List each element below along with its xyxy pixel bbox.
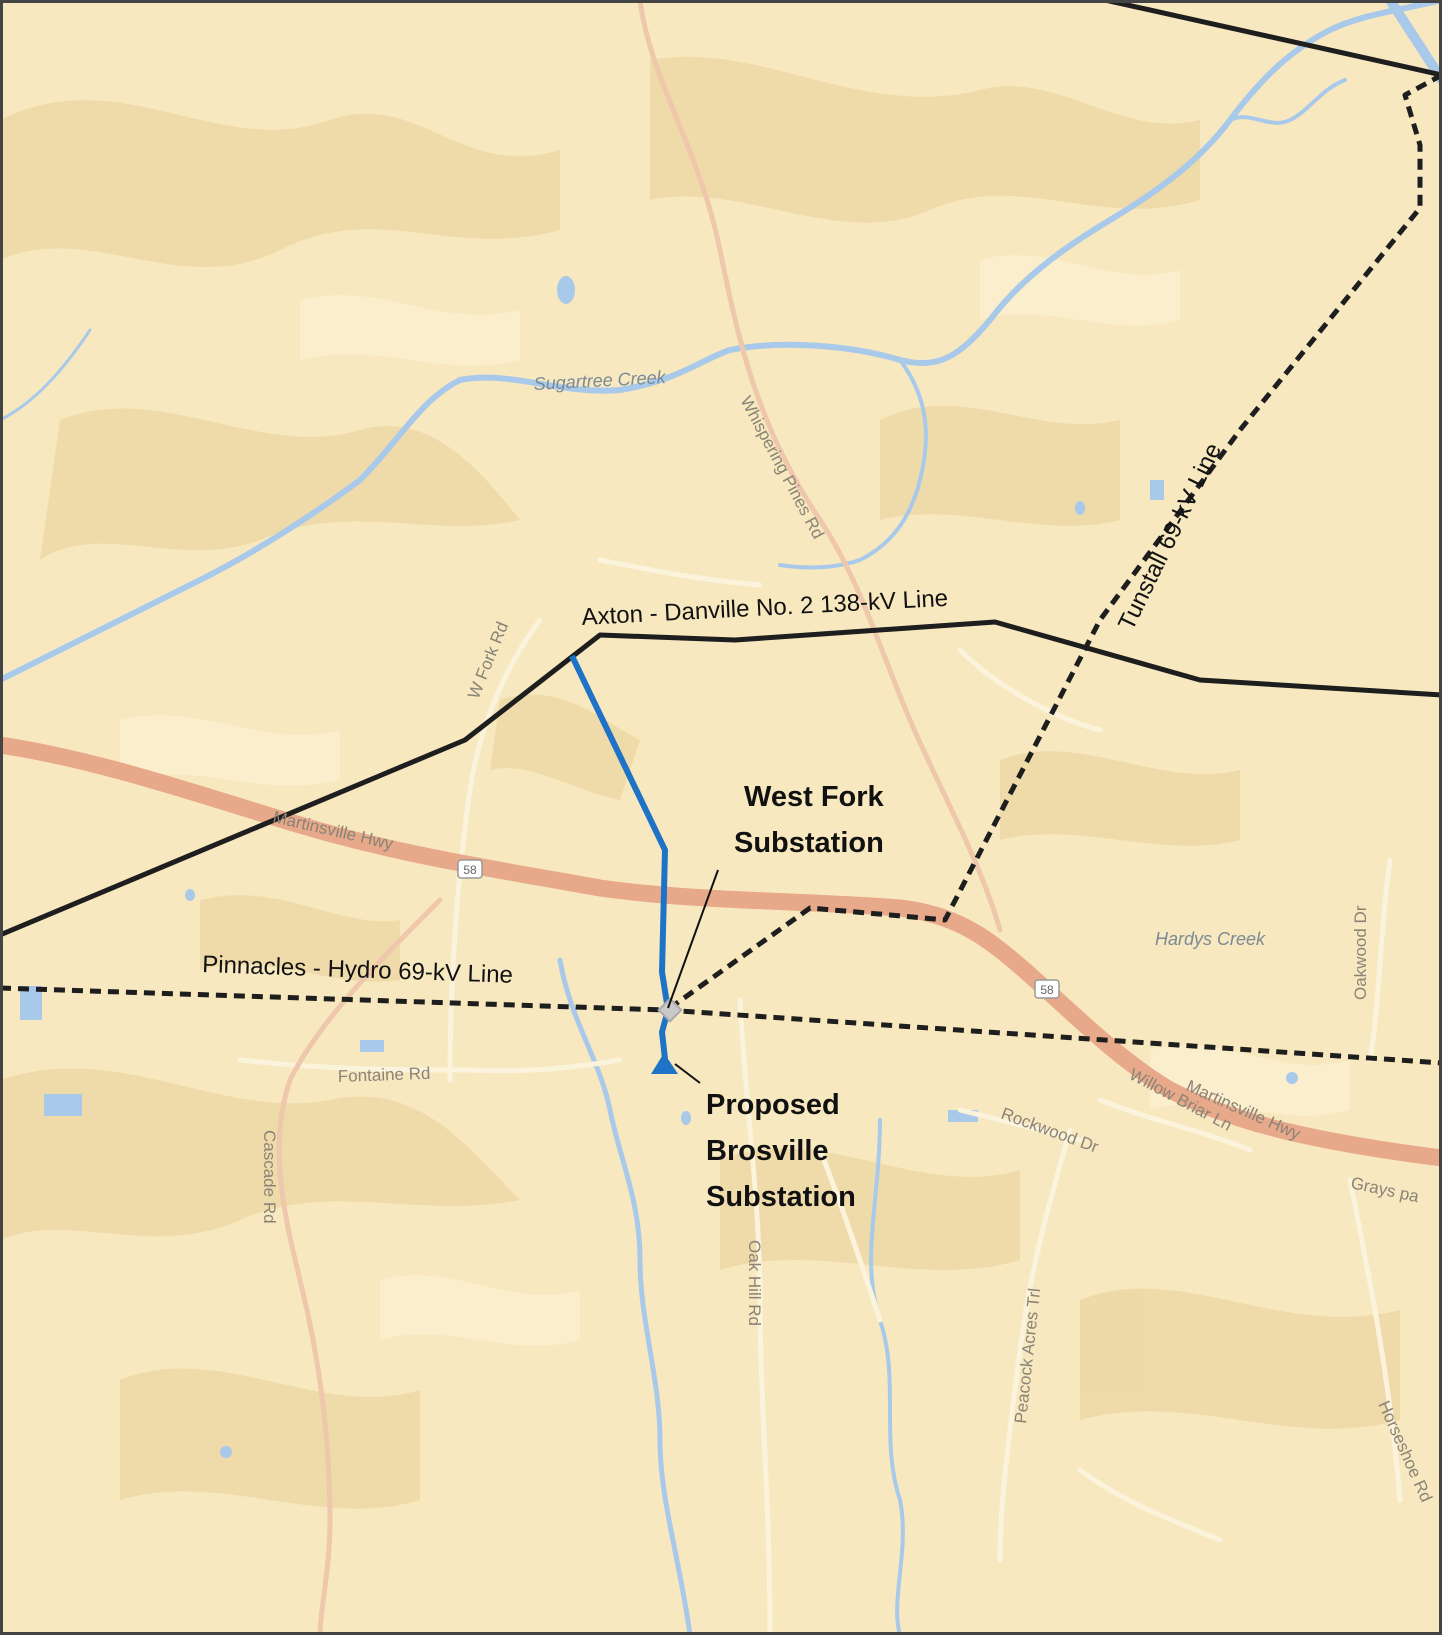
martinsville-highway: [0, 736, 1442, 1167]
cascade-road-label: Cascade Rd: [260, 1130, 279, 1224]
willow-briar-lane: [1097, 1097, 1253, 1153]
proposed-transmission-line: [569, 654, 671, 1069]
cascade-road: [276, 897, 443, 1635]
proposed-brosville-substation-label: Proposed Brosville Substation: [706, 1089, 856, 1213]
transmission-lines: [0, 0, 1442, 938]
oakwood-drive: [1367, 857, 1393, 1063]
tunstall-line: [668, 72, 1442, 1011]
horseshoe-road: [1347, 1177, 1403, 1503]
rockwood-drive: [957, 1107, 1083, 1143]
route-58-shield-east: 58: [1034, 979, 1060, 999]
peacock-acres-trail: [997, 1127, 1073, 1563]
northern-transmission-line: [1104, 0, 1442, 78]
oak-hill-road-label: Oak Hill Rd: [745, 1240, 764, 1326]
whispering-pines-road: [637, 0, 1003, 933]
ponds: [20, 276, 1298, 1458]
pinnacles-hydro-line: [0, 985, 1442, 1066]
svg-text:58: 58: [463, 863, 477, 877]
secondary-roads: [276, 0, 1003, 1635]
fontaine-road: [237, 1057, 623, 1074]
hardys-creek-label: Hardys Creek: [1155, 929, 1266, 949]
terrain-shading: [0, 56, 1400, 1509]
west-fork-substation-marker[interactable]: [657, 997, 683, 1023]
fontaine-road-label: Fontaine Rd: [337, 1064, 430, 1086]
svg-text:58: 58: [1040, 983, 1054, 997]
dashed-transmission-lines: [0, 72, 1442, 1066]
oak-hill-road: [737, 997, 773, 1635]
leader-lines: [667, 869, 719, 1084]
w-fork-road: [447, 617, 543, 1083]
axton-danville-line: [0, 619, 1442, 938]
minor-roads: [237, 557, 1403, 1635]
terrain-highlights: [120, 255, 1350, 1346]
oakwood-drive-label: Oakwood Dr: [1351, 905, 1370, 1000]
proposed-brosville-substation-marker[interactable]: [651, 1053, 678, 1074]
west-fork-substation-label: West Fork Substation: [734, 781, 892, 859]
route-58-shield-west: 58: [457, 859, 483, 879]
